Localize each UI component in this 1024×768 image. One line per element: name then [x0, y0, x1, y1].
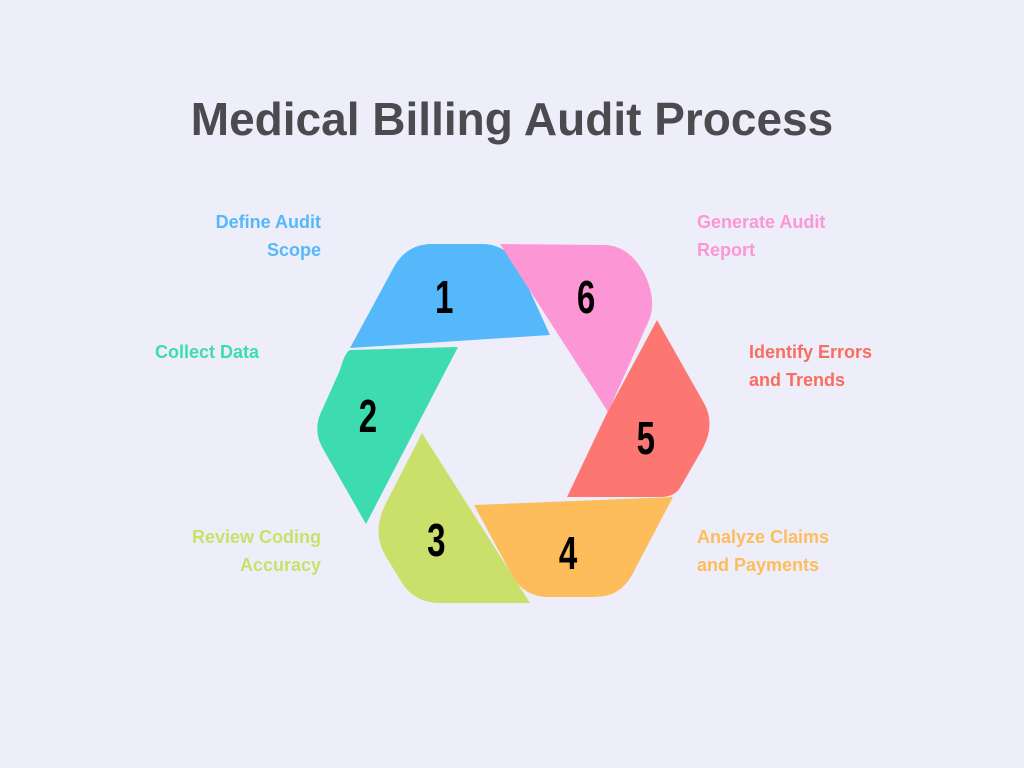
label-line: Generate Audit: [697, 212, 826, 232]
segment-2: [317, 347, 458, 524]
step-number-6: 6: [577, 273, 595, 323]
segment-1: [350, 244, 550, 348]
label-line: and Trends: [749, 370, 846, 390]
step-number-2: 2: [359, 392, 377, 442]
label-line: Review Coding: [191, 527, 321, 547]
step-number-5: 5: [637, 414, 655, 464]
step-label-1: Define Audit Scope: [121, 208, 321, 264]
label-line: Identify Errors: [749, 342, 873, 362]
segment-6: [500, 244, 653, 412]
step-number-3: 3: [427, 516, 445, 566]
page-title: Medical Billing Audit Process: [190, 93, 834, 145]
label-line: Analyze Claims: [697, 527, 830, 547]
step-label-5: Identify Errors and Trends: [749, 338, 949, 394]
label-line: Scope: [266, 240, 321, 260]
step-label-3: Review Coding Accuracy: [121, 523, 321, 579]
label-line: Collect Data: [155, 342, 260, 362]
step-label-2: Collect Data: [155, 338, 355, 366]
step-label-6: Generate Audit Report: [697, 208, 897, 264]
segment-5: [567, 320, 710, 497]
label-line: Accuracy: [239, 555, 321, 575]
label-line: Define Audit: [215, 212, 321, 232]
label-line: and Payments: [697, 555, 820, 575]
step-label-4: Analyze Claims and Payments: [697, 523, 897, 579]
segment-3: [378, 433, 530, 603]
step-number-4: 4: [559, 529, 578, 579]
segment-4: [474, 497, 673, 597]
step-number-1: 1: [435, 273, 453, 323]
label-line: Report: [697, 240, 755, 260]
